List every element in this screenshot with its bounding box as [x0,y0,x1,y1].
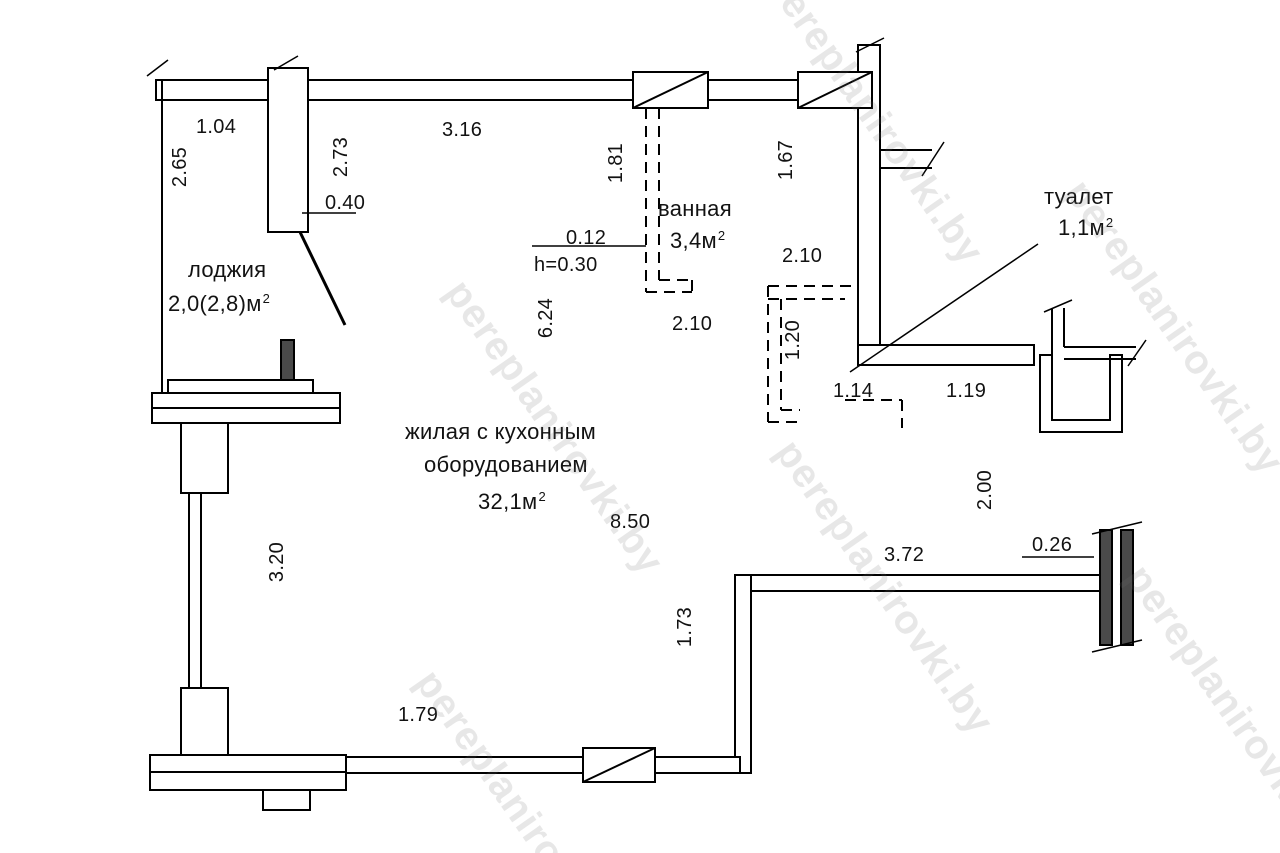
bottom-wall [344,756,741,774]
bottom-slab-1 [149,754,347,773]
room-area-loggia: 2,0(2,8)м2 [168,291,271,316]
bottom-step [262,789,311,811]
right-end-wall-2 [1120,529,1134,646]
dim-toilet-left: 1.20 [782,319,804,361]
dim-bottom-left-wall: 1.79 [398,704,439,726]
dim-bottom-right-wall: 3.72 [884,544,925,566]
dim-sill-height: h=0.30 [534,254,598,276]
dim-right-small: 0.26 [1032,534,1073,556]
room-label-living-2: оборудованием [424,452,588,477]
dim-niche-width: 2.10 [782,245,823,267]
room-label-loggia: лоджия [188,257,267,282]
dim-wall-offset: 0.12 [566,227,607,249]
right-end-wall-1 [1099,529,1113,646]
bottom-slab-2 [149,771,347,791]
post [280,339,295,381]
door-leaf [298,231,347,326]
annotation-lines-layer [146,37,1147,653]
step-wall [734,574,752,774]
dim-toilet-w2: 1.19 [946,380,987,402]
dim-bath-left: 1.81 [605,142,627,184]
room-label-bathroom: ванная [658,196,732,221]
left-wall-block-1 [180,422,229,494]
lower-right-wall [734,574,1106,592]
dim-top-left: 1.04 [196,116,237,138]
dashed-partitions-layer [645,108,903,428]
left-wall-block-2 [180,687,229,756]
room-area-toilet: 1,1м2 [1058,215,1114,240]
dim-hall-right: 1.67 [775,139,797,181]
left-window [188,492,202,689]
toilet-leader-line [849,243,1039,373]
dim-pier-width: 0.40 [325,192,366,214]
dim-shaft-depth: 2.00 [974,469,996,511]
dim-bath-width: 2.10 [672,313,713,335]
plumbing-shaft [1039,354,1123,433]
dim-top-wall: 3.16 [442,119,483,141]
toilet-wall [857,344,1035,366]
top-wall [155,79,879,101]
dim-room-height: 6.24 [535,297,557,339]
dim-pier-height: 2.73 [330,136,352,178]
pier [267,67,309,233]
dim-room-width: 8.50 [610,511,651,533]
room-area-living: 32,1м2 [478,489,546,514]
walls-layer [149,44,1136,811]
room-label-living-1: жилая с кухонным [405,419,597,444]
dim-step-height: 1.73 [674,606,696,648]
dim-toilet-w1: 1.14 [833,380,874,402]
dim-loggia-left: 2.65 [169,146,191,188]
balcony-slab-upper [167,379,314,394]
dim-left-window: 3.20 [266,541,288,583]
room-area-bathroom: 3,4м2 [670,228,726,253]
room-label-toilet: туалет [1044,184,1114,209]
